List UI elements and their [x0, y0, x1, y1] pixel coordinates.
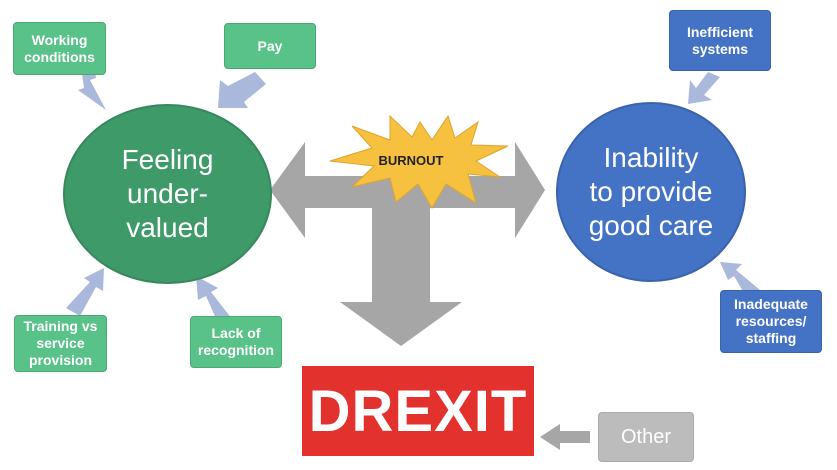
burnout-arrow	[270, 142, 545, 346]
feeling-undervalued-circle: Feeling under- valued	[63, 104, 272, 284]
inefficient-systems-box: Inefficient systems	[669, 10, 771, 71]
arrow-pay	[218, 72, 266, 108]
working-conditions-box: Working conditions	[13, 22, 106, 75]
drexit-box: DREXIT	[302, 366, 534, 456]
other-box: Other	[598, 412, 694, 462]
training-vs-service-box: Training vs service provision	[14, 315, 107, 372]
arrow-other	[540, 424, 590, 450]
burnout-burst	[329, 114, 509, 209]
arrow-inefficient-systems	[688, 72, 720, 104]
burnout-label: BURNOUT	[378, 152, 444, 168]
arrow-working-conditions	[78, 64, 106, 110]
inability-to-provide-care-circle: Inability to provide good care	[556, 102, 746, 282]
inadequate-resources-box: Inadequate resources/ staffing	[720, 290, 822, 353]
arrow-training	[66, 268, 104, 316]
lack-of-recognition-box: Lack of recognition	[190, 316, 282, 368]
pay-box: Pay	[224, 23, 316, 69]
